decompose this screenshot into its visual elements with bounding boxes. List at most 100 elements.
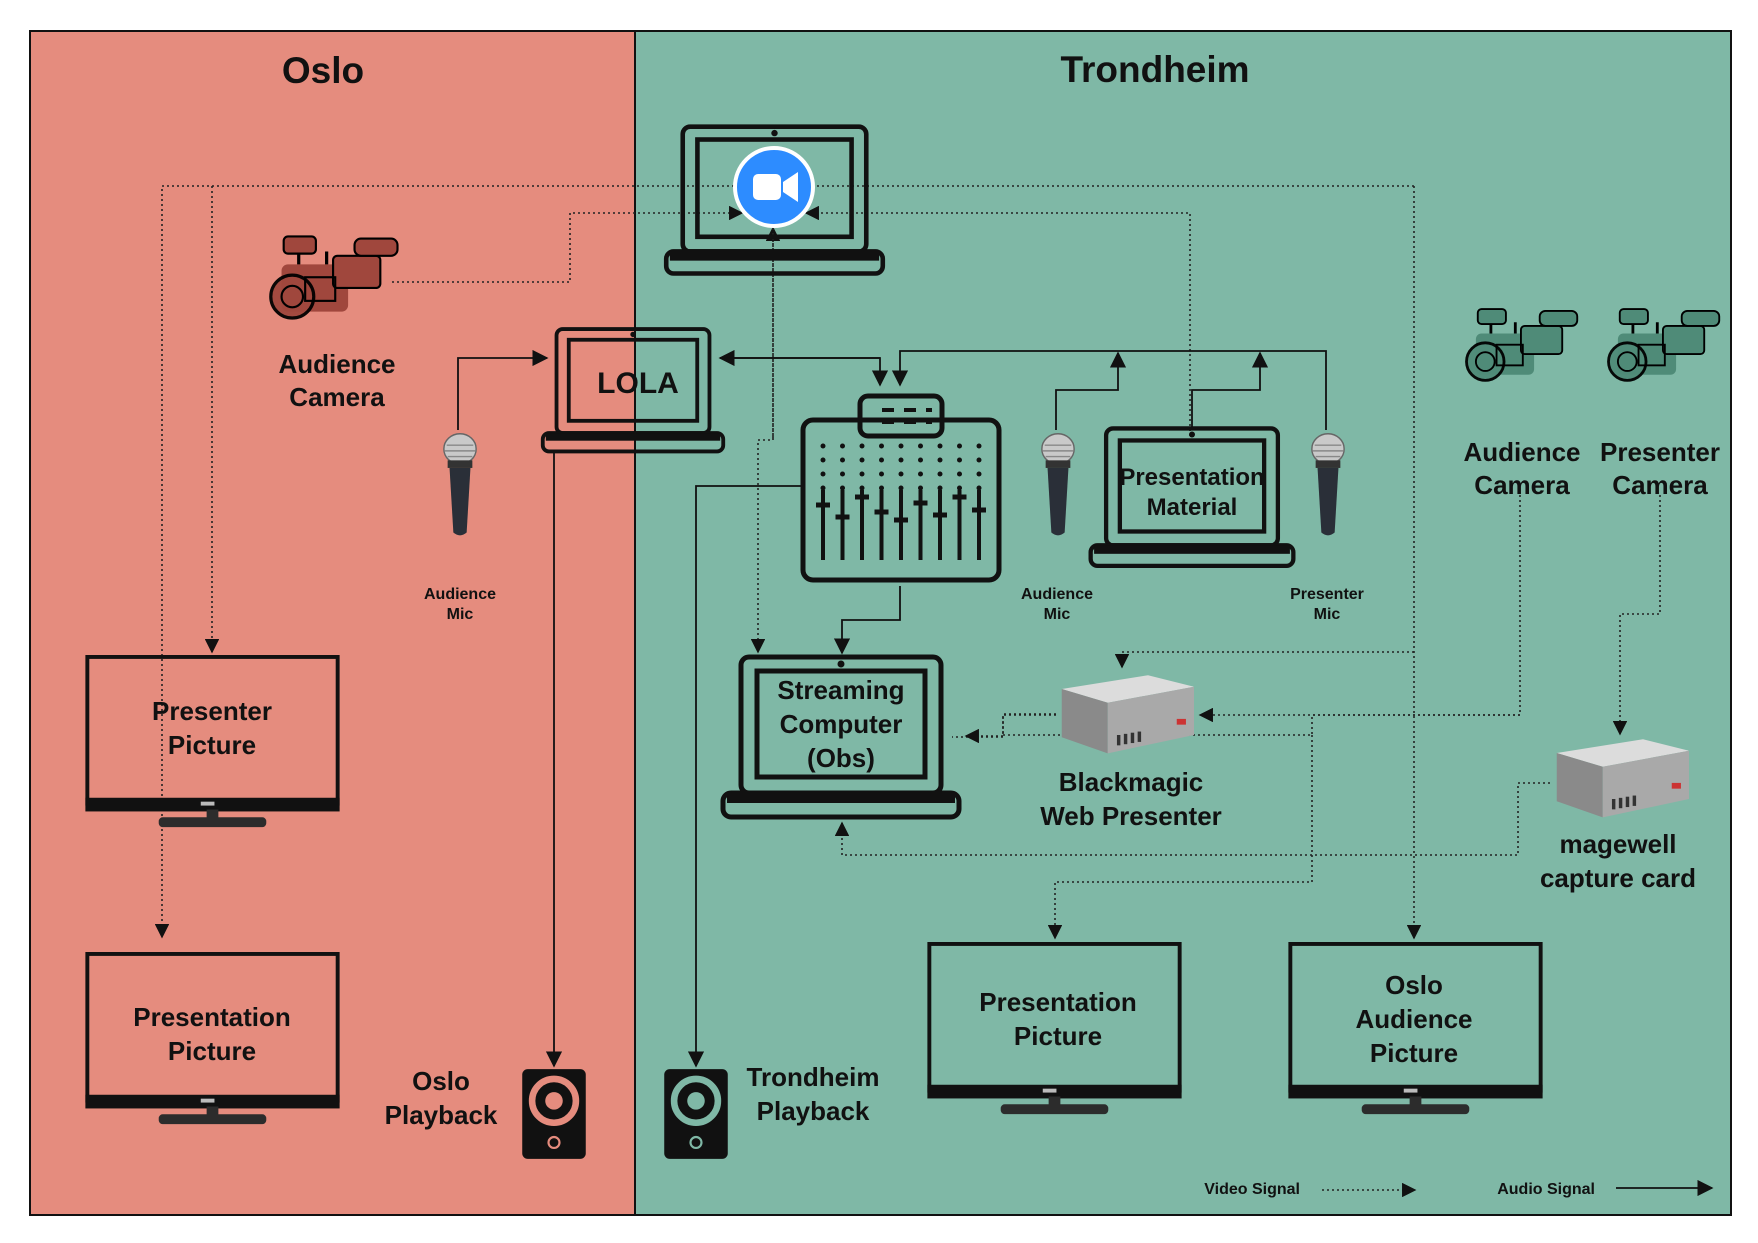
trondheim-region	[634, 30, 1732, 1216]
blackmagic-web-presenter[interactable]: Blackmagic Web Presenter	[1040, 675, 1222, 831]
blackmagic-label-2: Web Presenter	[1040, 801, 1222, 831]
mixer-knob	[957, 485, 962, 491]
oslo-presentation-tv-label-2: Picture	[168, 1036, 256, 1066]
mixer-knob	[937, 471, 943, 477]
mixer-knob	[820, 485, 826, 491]
oslo-presenter-tv-label-2: Picture	[168, 730, 256, 760]
oslo-audience-mic-label-2: Mic	[447, 606, 474, 623]
mixer-knob	[879, 443, 884, 449]
oslo-presentation-tv-label-1: Presentation	[133, 1002, 291, 1032]
trondheim-audience-mic-label-2: Mic	[1044, 606, 1071, 623]
mixer-knob	[937, 457, 943, 463]
mixer-knob	[898, 443, 904, 449]
mixer-knob	[840, 457, 845, 463]
oslo-audience-picture-tv[interactable]: Oslo Audience Picture	[1288, 942, 1543, 1117]
mixer-knob	[918, 471, 923, 477]
trondheim-playback-speaker[interactable]: Trondheim Playback	[664, 1062, 879, 1159]
trondheim-title: Trondheim	[1060, 49, 1249, 90]
mixer-knob	[859, 457, 865, 463]
mixer-knob	[937, 443, 943, 449]
trondheim-playback-label-2: Playback	[757, 1096, 870, 1126]
lola-label: LOLA	[597, 367, 679, 400]
trondheim-presenter-camera-label-2: Camera	[1612, 470, 1708, 500]
blackmagic-label-1: Blackmagic	[1059, 767, 1204, 797]
legend-audio-label: Audio Signal	[1497, 1181, 1595, 1198]
oslo-audience-mic[interactable]: Audience Mic	[424, 432, 496, 623]
oslo-title: Oslo	[282, 50, 364, 91]
oslo-presenter-tv-label-1: Presenter	[152, 696, 272, 726]
mixer-knob	[879, 457, 884, 463]
audio-wires	[457, 349, 1327, 1068]
mixer-knob	[879, 471, 884, 477]
mixer-knob	[957, 457, 962, 463]
streaming-computer-laptop[interactable]: Streaming Computer (Obs)	[723, 657, 959, 817]
trondheim-presentation-tv-label-2: Picture	[1014, 1021, 1102, 1051]
trondheim-audience-camera[interactable]: Audience Camera	[1463, 307, 1581, 500]
streaming-computer-label-3: (Obs)	[807, 743, 875, 773]
oslo-audience-tv-label-1: Oslo	[1385, 970, 1443, 1000]
trondheim-presenter-camera[interactable]: Presenter Camera	[1600, 307, 1721, 500]
magewell-label-2: capture card	[1540, 863, 1696, 893]
oslo-playback-speaker[interactable]: Oslo Playback	[385, 1066, 586, 1159]
mixer-knob	[840, 471, 845, 477]
mixer-knob	[859, 471, 865, 477]
mixer-knob	[976, 471, 982, 477]
mixer-knob	[957, 443, 962, 449]
mixer-knob	[918, 485, 923, 491]
legend: Video Signal Audio Signal	[1204, 1179, 1714, 1198]
magewell-capture-card[interactable]: magewell capture card	[1540, 739, 1696, 893]
mixer-knob	[840, 443, 845, 449]
mixer-knob	[820, 471, 826, 477]
oslo-audience-camera[interactable]: Audience Camera	[269, 234, 400, 412]
mixer-knob	[820, 443, 826, 449]
trondheim-playback-label-1: Trondheim	[747, 1062, 880, 1092]
mixer-knob	[879, 485, 884, 491]
mixer-knob	[898, 471, 904, 477]
streaming-computer-label-1: Streaming	[777, 675, 904, 705]
mixer-knob	[918, 443, 923, 449]
trondheim-audience-camera-label-1: Audience	[1463, 437, 1580, 467]
presentation-material-label-2: Material	[1147, 494, 1238, 521]
trondheim-presenter-mic[interactable]: Presenter Mic	[1290, 432, 1364, 623]
streaming-computer-label-2: Computer	[780, 709, 903, 739]
mixer-knob	[840, 485, 845, 491]
video-wires	[154, 185, 1661, 940]
mixer-knob	[898, 457, 904, 463]
zoom-laptop[interactable]	[666, 127, 883, 274]
mixer-knob	[976, 457, 982, 463]
trondheim-presentation-picture-tv[interactable]: Presentation Picture	[927, 942, 1182, 1117]
mixer-knob	[918, 457, 923, 463]
oslo-presenter-picture-tv[interactable]: Presenter Picture	[85, 655, 340, 830]
trondheim-presenter-camera-label-1: Presenter	[1600, 437, 1720, 467]
oslo-audience-mic-label-1: Audience	[424, 586, 496, 603]
presentation-material-laptop[interactable]: Presentation Material	[1091, 428, 1294, 565]
oslo-region	[29, 30, 636, 1216]
magewell-label-1: magewell	[1559, 829, 1676, 859]
oslo-presentation-picture-tv[interactable]: Presentation Picture	[85, 952, 340, 1127]
mixer-knob	[898, 485, 904, 491]
presentation-material-label-1: Presentation	[1119, 464, 1264, 491]
trondheim-presentation-tv-label-1: Presentation	[979, 987, 1137, 1017]
oslo-audience-tv-label-2: Audience	[1355, 1004, 1472, 1034]
oslo-audience-camera-label-1: Audience	[278, 349, 395, 379]
mixer-knob	[859, 485, 865, 491]
mixer-knob	[859, 443, 865, 449]
legend-video-label: Video Signal	[1204, 1181, 1300, 1198]
trondheim-audience-camera-label-2: Camera	[1474, 470, 1570, 500]
trondheim-audience-mic[interactable]: Audience Mic	[1021, 432, 1093, 623]
lola-laptop[interactable]: LOLA	[543, 329, 723, 451]
mixer-knob	[937, 485, 943, 491]
oslo-audience-camera-label-2: Camera	[289, 382, 385, 412]
oslo-playback-label-2: Playback	[385, 1100, 498, 1130]
mixer-knob	[957, 471, 962, 477]
oslo-audience-tv-label-3: Picture	[1370, 1038, 1458, 1068]
oslo-playback-label-1: Oslo	[412, 1066, 470, 1096]
trondheim-audience-mic-label-1: Audience	[1021, 586, 1093, 603]
audio-mixer[interactable]	[800, 393, 1002, 583]
mixer-knob	[820, 457, 826, 463]
trondheim-presenter-mic-label-2: Mic	[1314, 606, 1341, 623]
mixer-knob	[976, 443, 982, 449]
speaker-icon	[664, 1069, 728, 1159]
speaker-icon	[522, 1069, 586, 1159]
